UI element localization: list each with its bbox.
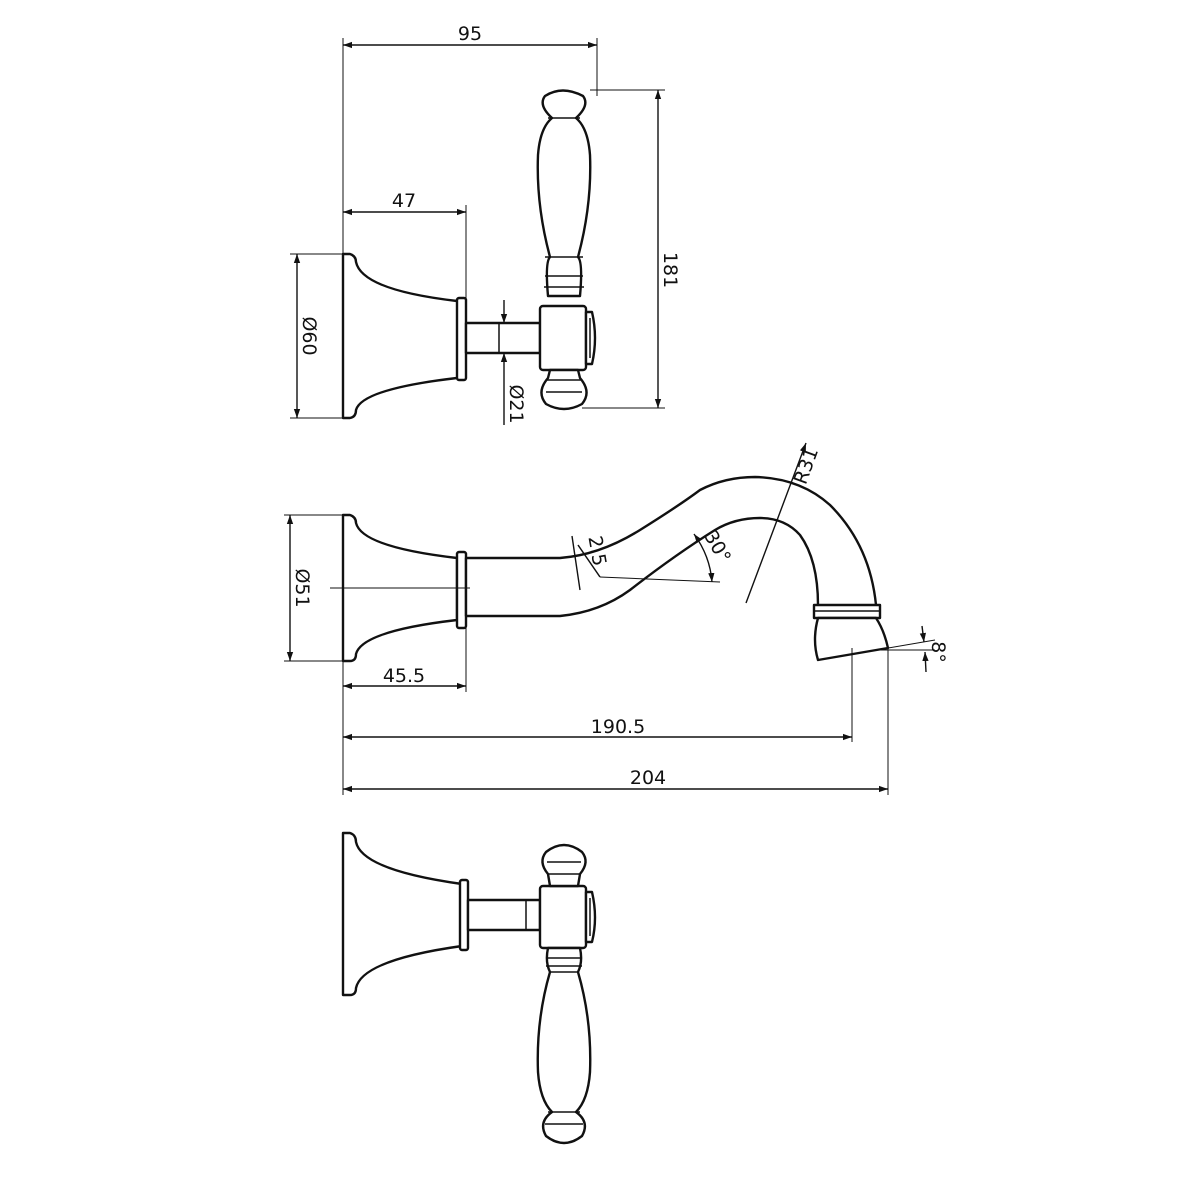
- dim-top-width: 95: [458, 23, 482, 45]
- bottom-top-knob: [541, 843, 587, 888]
- bottom-lever-body: [536, 946, 592, 1145]
- dim-top-plate-dia: Ø60: [298, 316, 320, 355]
- bottom-wall-plate: [341, 831, 464, 997]
- spout-view: [330, 475, 890, 663]
- top-handle-view: [341, 89, 597, 420]
- bottom-handle-view: [341, 831, 597, 1145]
- dim-top-stem-dia: Ø21: [505, 384, 527, 423]
- top-dimensions: 95 47 181 Ø60 Ø21: [290, 23, 681, 425]
- dim-top-flange: 47: [392, 190, 416, 212]
- top-lever-knob: [540, 368, 588, 411]
- dim-spout-tip-angle: 8°: [927, 641, 949, 663]
- dim-top-height: 181: [659, 252, 681, 288]
- dim-spout-radius: R31: [790, 445, 823, 488]
- bottom-stem: [466, 898, 542, 932]
- top-stem: [464, 321, 542, 355]
- dim-spout-wall: 2.5: [583, 534, 610, 568]
- bottom-valve-body: [538, 884, 588, 950]
- top-flange-ring: [455, 296, 468, 382]
- top-lever-body: [536, 89, 592, 298]
- dim-spout-flange: 45.5: [383, 665, 425, 687]
- dim-spout-reach: 190.5: [591, 716, 645, 738]
- spout-flange-ring: [455, 550, 468, 630]
- dim-spout-plate-dia: Ø51: [291, 568, 313, 607]
- top-valve-body: [538, 304, 588, 372]
- top-wall-plate: [341, 252, 463, 420]
- spout-pipe: [464, 475, 878, 618]
- dim-spout-total: 204: [630, 767, 666, 789]
